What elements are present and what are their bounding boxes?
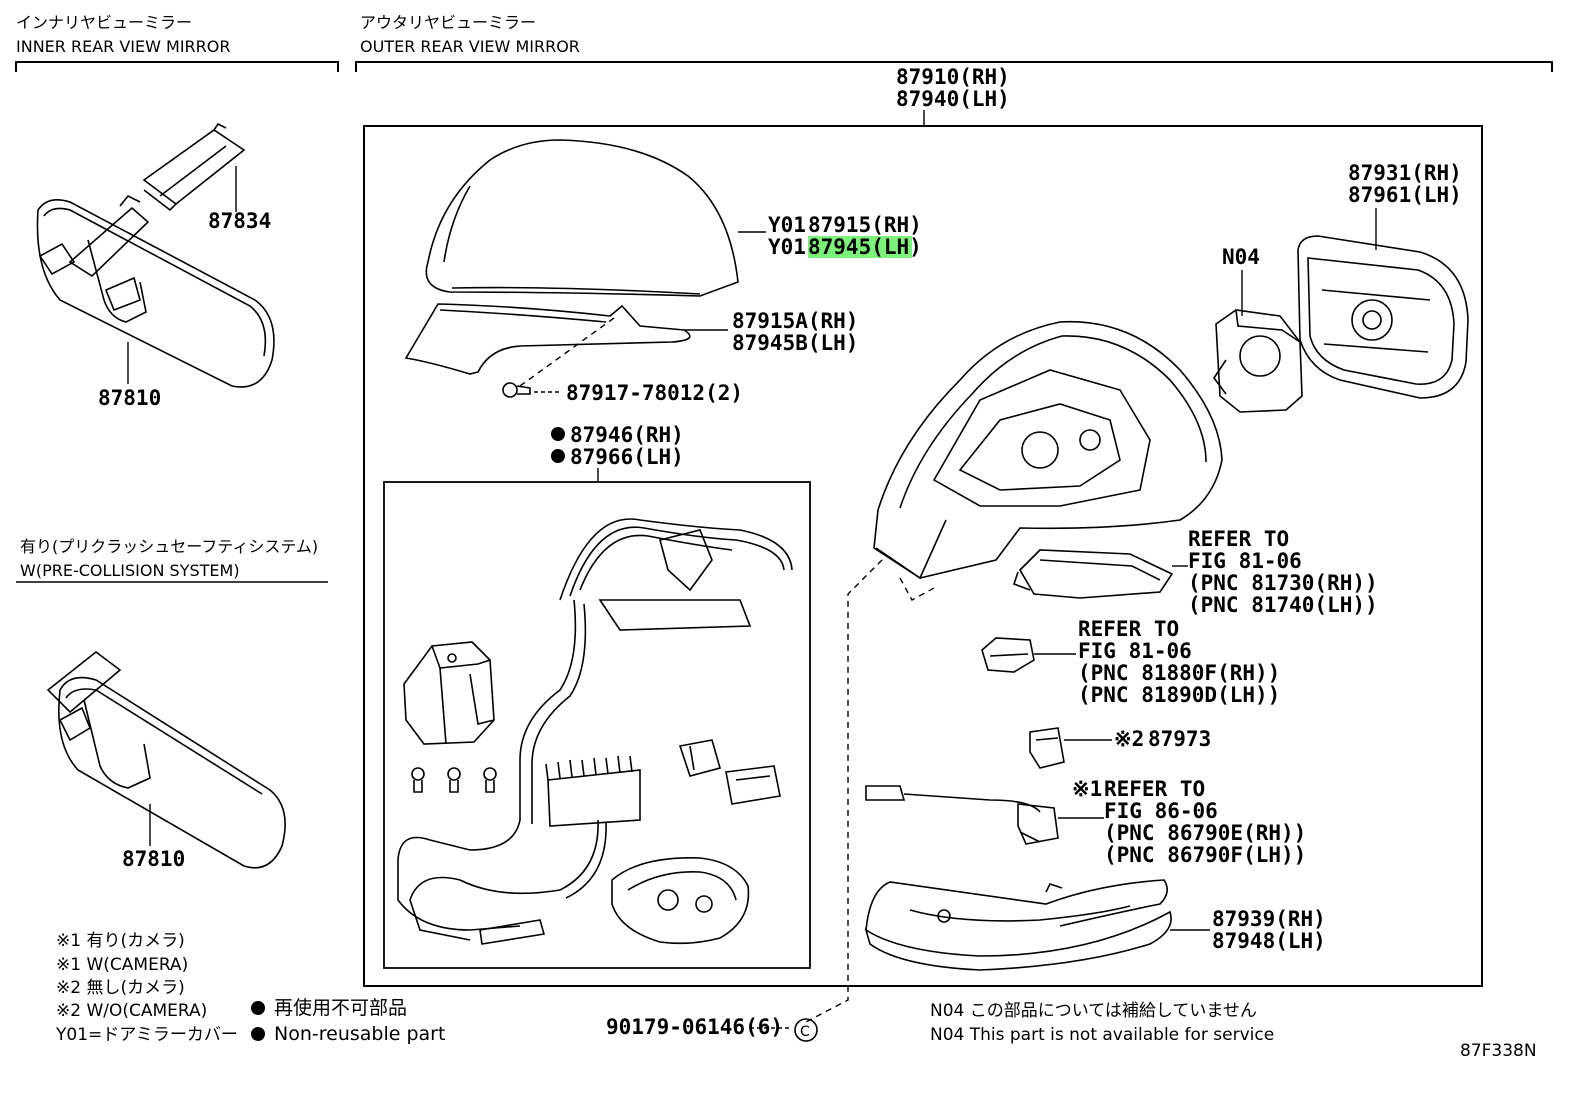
clip-drawing: C <box>794 1018 818 1042</box>
garnish-drawing <box>864 879 1172 971</box>
cover-prefix-rh: Y01 <box>768 213 806 237</box>
ref2-line2[interactable]: FIG 81-06 <box>1078 639 1192 663</box>
motor-screws-drawing <box>411 767 497 793</box>
ref1-line2[interactable]: FIG 81-06 <box>1188 549 1302 573</box>
precollision-title-jp: 有り(プリクラッシュセーフティシステム) <box>20 537 318 556</box>
part-87810-top: 87810 <box>98 386 161 410</box>
assy-lh-label: 87940(LH) <box>896 87 1010 111</box>
camera-drawing <box>865 785 1059 845</box>
mirror-glass-drawing <box>1297 235 1469 399</box>
ref2-line4: (PNC 81890D(LH)) <box>1078 683 1280 707</box>
cover-prefix-lh: Y01 <box>768 235 806 259</box>
dashed-clip-line <box>805 559 883 1023</box>
dashed-screw-line <box>519 317 615 387</box>
mirror-cover-drawing <box>425 139 739 297</box>
connectors-drawing <box>678 739 781 805</box>
inner-mirror-top-drawing <box>36 194 275 388</box>
dashed-housing-line <box>899 577 935 601</box>
legend-dot-en <box>251 1027 265 1041</box>
part-garnish-lh: 87948(LH) <box>1212 929 1326 953</box>
part-cover-rh: 87915(RH) <box>808 213 922 237</box>
legend-line-3: ※2 無し(カメラ) <box>56 978 185 998</box>
part-glass-lh: 87961(LH) <box>1348 183 1462 207</box>
part-garnish-rh: 87939(RH) <box>1212 907 1326 931</box>
legend-line-2: ※1 W(CAMERA) <box>56 955 188 975</box>
precollision-title-en: W(PRE-COLLISION SYSTEM) <box>20 561 240 580</box>
legend-nonreusable-en: Non-reusable part <box>274 1023 445 1045</box>
nonreusable-dot-lh <box>551 449 565 463</box>
ref2-line1: REFER TO <box>1078 617 1179 641</box>
inner-mirror-bottom-drawing <box>46 650 286 869</box>
assembly-frame <box>363 125 1483 987</box>
ref2-line3: (PNC 81880F(RH)) <box>1078 661 1280 685</box>
nonreusable-dot-rh <box>551 427 565 441</box>
inner-mirror-title-en: INNER REAR VIEW MIRROR <box>16 37 231 56</box>
figure-id: 87F338N <box>1460 1041 1537 1061</box>
part-87810-bottom: 87810 <box>122 847 185 871</box>
n04-note-jp: N04 この部品については補給していません <box>930 1001 1257 1021</box>
part-lower-rh: 87915A(RH) <box>732 309 858 333</box>
screw-drawing <box>502 382 531 398</box>
outer-section-bracket <box>355 61 1553 72</box>
part-n04: N04 <box>1222 245 1260 269</box>
clip-letter: C <box>800 1024 810 1040</box>
ref1-line4: (PNC 81740(LH)) <box>1188 593 1378 617</box>
actuator-n04-drawing <box>1213 309 1303 413</box>
mark-87973: ※2 <box>1114 727 1144 751</box>
part-clip: 90179-06146(6) <box>606 1015 783 1039</box>
ref3-mark: ※1 <box>1072 777 1102 801</box>
motor-drawing <box>403 641 495 745</box>
bracket-87834-drawing <box>142 122 246 212</box>
lower-cover-drawing <box>404 303 691 375</box>
harness-drawing <box>397 518 793 945</box>
part-glass-rh: 87931(RH) <box>1348 161 1462 185</box>
side-lamp-drawing <box>981 637 1035 673</box>
part-87834: 87834 <box>208 209 271 233</box>
ref1-line3: (PNC 81730(RH)) <box>1188 571 1378 595</box>
part-harness-lh: 87966(LH) <box>570 445 684 469</box>
ref3-line1: REFER TO <box>1104 777 1205 801</box>
ref3-line3: (PNC 86790E(RH)) <box>1104 821 1306 845</box>
legend-dot-jp <box>251 1001 265 1015</box>
ref1-line1: REFER TO <box>1188 527 1289 551</box>
n04-note-en: N04 This part is not available for servi… <box>930 1025 1274 1045</box>
turn-signal-drawing <box>1012 549 1174 599</box>
outer-mirror-title-en: OUTER REAR VIEW MIRROR <box>360 37 580 56</box>
mirror-housing-drawing <box>873 320 1223 580</box>
part-87973: 87973 <box>1148 727 1211 751</box>
ref3-line4: (PNC 86790F(LH)) <box>1104 843 1306 867</box>
part-harness-rh: 87946(RH) <box>570 423 684 447</box>
part-screw: 87917-78012(2) <box>566 381 743 405</box>
plug-87973-drawing <box>1029 727 1065 769</box>
legend-line-5: Y01=ドアミラーカバー <box>55 1025 238 1045</box>
inner-section-bracket <box>15 61 339 72</box>
ref3-line2[interactable]: FIG 86-06 <box>1104 799 1218 823</box>
heater-plate-drawing <box>611 857 750 945</box>
outer-mirror-title-jp: アウタリヤビューミラー <box>360 13 536 32</box>
harness-subframe <box>383 481 811 969</box>
part-cover-lh[interactable]: 87945(LH) <box>808 235 922 259</box>
highlight-87945 <box>808 236 912 258</box>
assy-rh-label: 87910(RH) <box>896 65 1010 89</box>
legend-line-4: ※2 W/O(CAMERA) <box>56 1001 207 1021</box>
part-lower-lh: 87945B(LH) <box>732 331 858 355</box>
inner-mirror-title-jp: インナリヤビューミラー <box>16 13 192 32</box>
legend-line-1: ※1 有り(カメラ) <box>56 931 185 951</box>
legend-nonreusable-jp: 再使用不可部品 <box>274 997 407 1019</box>
